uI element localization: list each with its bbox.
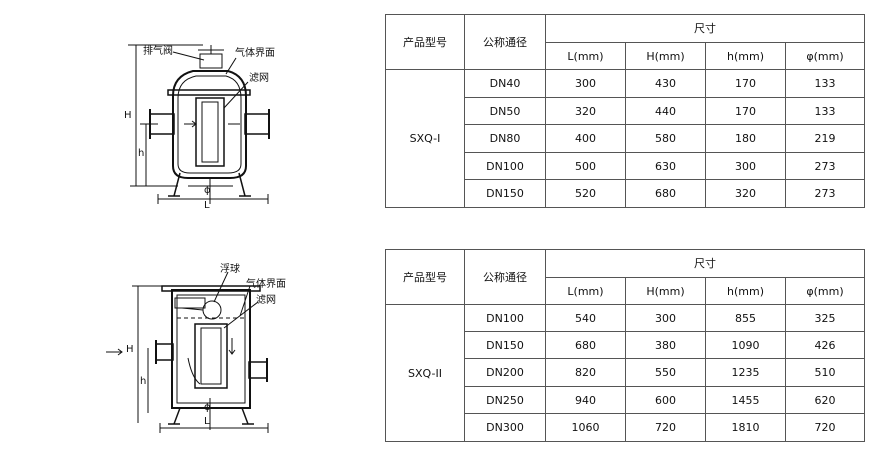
cell-H: 680 [625,179,706,208]
cell-phi: 510 [785,358,865,387]
model-cell: SXQ-I [385,69,465,208]
cell-phi: 273 [785,179,865,208]
cell-phi: 325 [785,304,865,332]
cell-h: 1235 [705,358,786,387]
dim-label-h: h [138,148,144,159]
cell-H: 580 [625,124,706,153]
label-vent-valve: 排气阀 [143,44,173,57]
sxq-i-drawing: 排气阀 气体界面 滤网 H h ϕ L [118,36,293,211]
header-H: H(mm) [625,42,706,70]
dim-label-phi: ϕ [204,185,211,196]
cell-h: 300 [705,152,786,180]
cell-phi: 273 [785,152,865,180]
cell-phi: 720 [785,413,865,442]
sxq-ii-drawing: 浮球 气体界面 滤网 H h ϕ L [100,258,300,438]
cell-phi: 620 [785,386,865,414]
dim-label-L: L [204,416,210,427]
header-phi: φ(mm) [785,277,865,305]
cell-L: 400 [545,124,626,153]
cell-nominal: DN80 [464,124,546,153]
cell-nominal: DN200 [464,358,546,387]
header-model: 产品型号 [385,14,465,70]
header-H: H(mm) [625,277,706,305]
header-size: 尺寸 [545,14,865,43]
cell-H: 550 [625,358,706,387]
cell-h: 1810 [705,413,786,442]
header-nominal-diameter: 公称通径 [464,14,546,70]
cell-h: 1455 [705,386,786,414]
table-row: SXQ-II DN100 540 300 855 325 [385,304,865,442]
cell-H: 300 [625,304,706,332]
sxq-ii-drawing-svg: 浮球 气体界面 滤网 H h ϕ L [106,262,286,433]
table-row: SXQ-I DN40 300 430 170 133 [385,69,865,208]
header-nominal-diameter: 公称通径 [464,249,546,305]
header-L: L(mm) [545,42,626,70]
cell-L: 680 [545,331,626,359]
cell-phi: 133 [785,97,865,125]
sxq-i-spec-table: 产品型号 公称通径 尺寸 L(mm) H(mm) h(mm) φ(mm) SXQ… [385,14,865,208]
cell-L: 300 [545,69,626,98]
cell-nominal: DN150 [464,179,546,208]
dim-label-L: L [204,200,210,211]
label-filter-screen: 滤网 [256,293,276,306]
table-row: DN300 1060 720 1810 720 [386,413,865,442]
cell-L: 940 [545,386,626,414]
cell-nominal: DN300 [464,413,546,442]
header-L: L(mm) [545,277,626,305]
header-phi: φ(mm) [785,42,865,70]
label-gas-interface: 气体界面 [235,46,275,59]
cell-phi: 426 [785,331,865,359]
cell-phi: 133 [785,69,865,98]
cell-nominal: DN250 [464,386,546,414]
cell-h: 180 [705,124,786,153]
label-float-ball: 浮球 [220,262,240,275]
cell-nominal: DN100 [464,152,546,180]
label-filter-screen: 滤网 [249,71,269,84]
cell-h: 855 [705,304,786,332]
label-gas-interface: 气体界面 [246,277,286,290]
cell-H: 600 [625,386,706,414]
cell-nominal: DN100 [464,304,546,332]
cell-nominal: DN50 [464,97,546,125]
table-row: DN150 680 380 1090 426 [386,331,865,359]
dim-label-H: H [124,110,132,121]
cell-h: 170 [705,97,786,125]
cell-L: 1060 [545,413,626,442]
cell-H: 440 [625,97,706,125]
cell-H: 720 [625,413,706,442]
dim-label-h: h [140,376,146,387]
cell-nominal: DN150 [464,331,546,359]
cell-L: 500 [545,152,626,180]
cell-nominal: DN40 [464,69,546,98]
model-cell: SXQ-II [385,304,465,442]
cell-L: 520 [545,179,626,208]
cell-L: 820 [545,358,626,387]
sxq-i-drawing-svg: 排气阀 气体界面 滤网 H h ϕ L [124,44,275,211]
cell-H: 380 [625,331,706,359]
dim-label-phi: ϕ [204,402,211,413]
table-row: DN100 500 630 300 273 [386,152,865,180]
cell-L: 540 [545,304,626,332]
header-h: h(mm) [705,42,786,70]
cell-L: 320 [545,97,626,125]
table-row: DN150 520 680 320 273 [386,179,865,208]
cell-h: 1090 [705,331,786,359]
sxq-ii-spec-table: 产品型号 公称通径 尺寸 L(mm) H(mm) h(mm) φ(mm) SXQ… [385,249,865,442]
cell-h: 170 [705,69,786,98]
cell-h: 320 [705,179,786,208]
cell-H: 630 [625,152,706,180]
table-row: DN250 940 600 1455 620 [386,386,865,414]
header-h: h(mm) [705,277,786,305]
header-size: 尺寸 [545,249,865,278]
table-row: DN80 400 580 180 219 [386,124,865,153]
cell-phi: 219 [785,124,865,153]
header-model: 产品型号 [385,249,465,305]
dim-label-H: H [126,344,134,355]
cell-H: 430 [625,69,706,98]
